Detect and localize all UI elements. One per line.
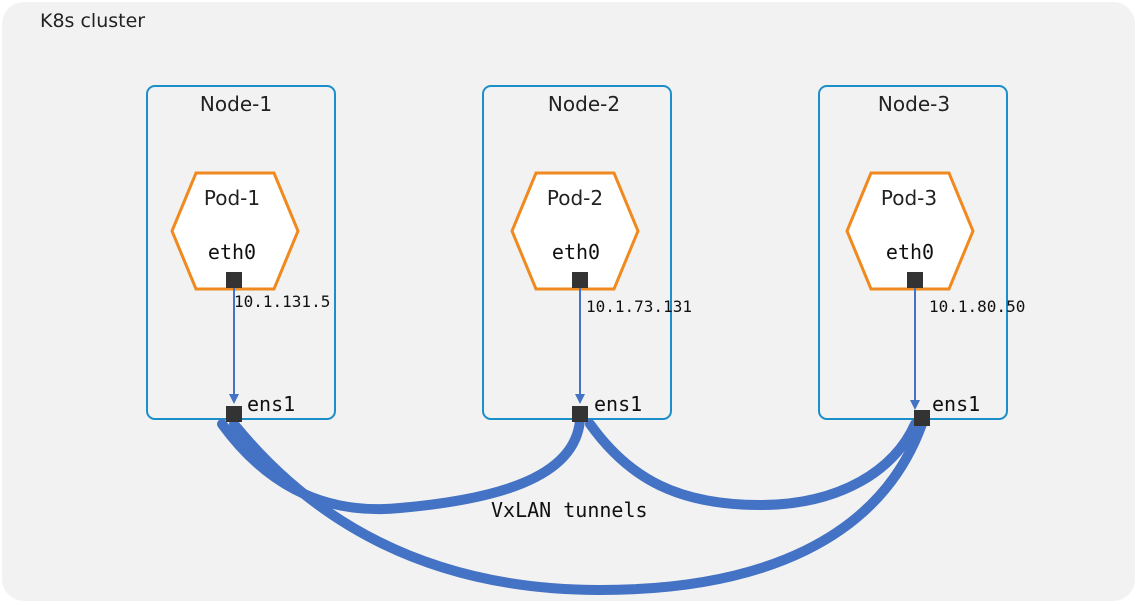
node-3-ens1-port[interactable] [914,410,930,426]
node-2-ens1-port[interactable] [572,406,588,422]
node-1-title: Node-1 [199,92,273,116]
node-3-box[interactable] [818,85,1008,420]
node-2-ens1-label: ens1 [594,392,643,416]
node-1-ens1-port[interactable] [226,406,242,422]
node-3-ens1-label: ens1 [932,392,981,416]
pod-2-ip-label: 10.1.73.131 [586,297,692,316]
node-2-title: Node-2 [547,92,621,116]
pod-1-eth0-port[interactable] [226,272,242,288]
pod-3-label: Pod-3 [880,186,938,210]
tunnel-node2-node3 [585,419,920,511]
pod-1-eth0-label: eth0 [207,240,257,264]
pod-3-hexagon[interactable] [845,171,975,291]
pod-2-hexagon[interactable] [510,171,640,291]
pod-3-eth0-label: eth0 [885,240,935,264]
pod-3-ip-label: 10.1.80.50 [929,297,1026,316]
pod-1-ip-label: 10.1.131.5 [234,292,331,311]
pod-2-eth0-label: eth0 [551,240,601,264]
pod-2-eth0-port[interactable] [572,272,588,288]
pod-2-label: Pod-2 [546,186,604,210]
vxlan-tunnels-label: VxLAN tunnels [491,498,648,522]
cluster-title: K8s cluster [40,10,146,32]
tunnel-node1-node2 [217,415,585,515]
pod-1-label: Pod-1 [203,186,261,210]
pod-1-hexagon[interactable] [170,171,300,291]
node-1-ens1-label: ens1 [247,392,296,416]
tunnel-node1-node3 [229,419,927,596]
pod-3-eth0-port[interactable] [907,272,923,288]
node-3-title: Node-3 [877,92,951,116]
